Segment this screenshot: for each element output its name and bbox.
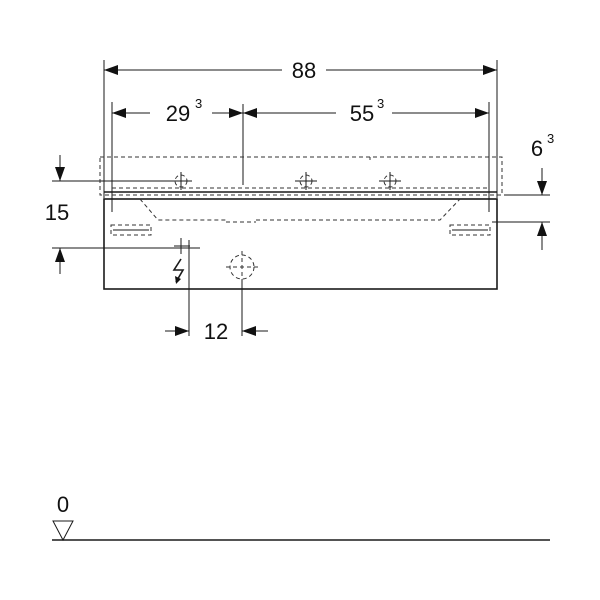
floor-level-triangle-icon xyxy=(52,520,74,542)
electrical-crosshair xyxy=(174,238,190,336)
right-offset-sup: 3 xyxy=(377,96,384,111)
right-offset-label: 55 xyxy=(350,101,374,126)
mounting-crosshair-3 xyxy=(379,172,401,190)
top-depth-sup: 3 xyxy=(547,131,554,146)
wall-bracket-outline xyxy=(99,156,503,196)
top-depth-label: 6 xyxy=(531,136,543,161)
overall-width-dimension: 88 xyxy=(103,58,498,198)
drain-crosshair-icon xyxy=(226,251,258,336)
left-offset-dimension: 29 3 xyxy=(111,96,243,212)
floor-level-label: 0 xyxy=(57,492,69,517)
overall-width-label: 88 xyxy=(292,58,316,83)
left-offset-sup: 3 xyxy=(195,96,202,111)
top-depth-dimension: 6 3 xyxy=(492,131,554,250)
bottom-offset-label: 12 xyxy=(204,319,228,344)
floor-level: 0 xyxy=(52,492,550,542)
bottom-offset-dimension: 12 xyxy=(165,319,268,344)
left-height-label: 15 xyxy=(45,200,69,225)
cabinet-body xyxy=(103,198,498,290)
mounting-crosshair-2 xyxy=(295,172,317,190)
left-offset-label: 29 xyxy=(166,101,190,126)
electrical-symbol-icon xyxy=(172,258,185,284)
mounting-crosshair-1 xyxy=(170,172,192,190)
left-height-dimension: 15 xyxy=(45,155,200,274)
